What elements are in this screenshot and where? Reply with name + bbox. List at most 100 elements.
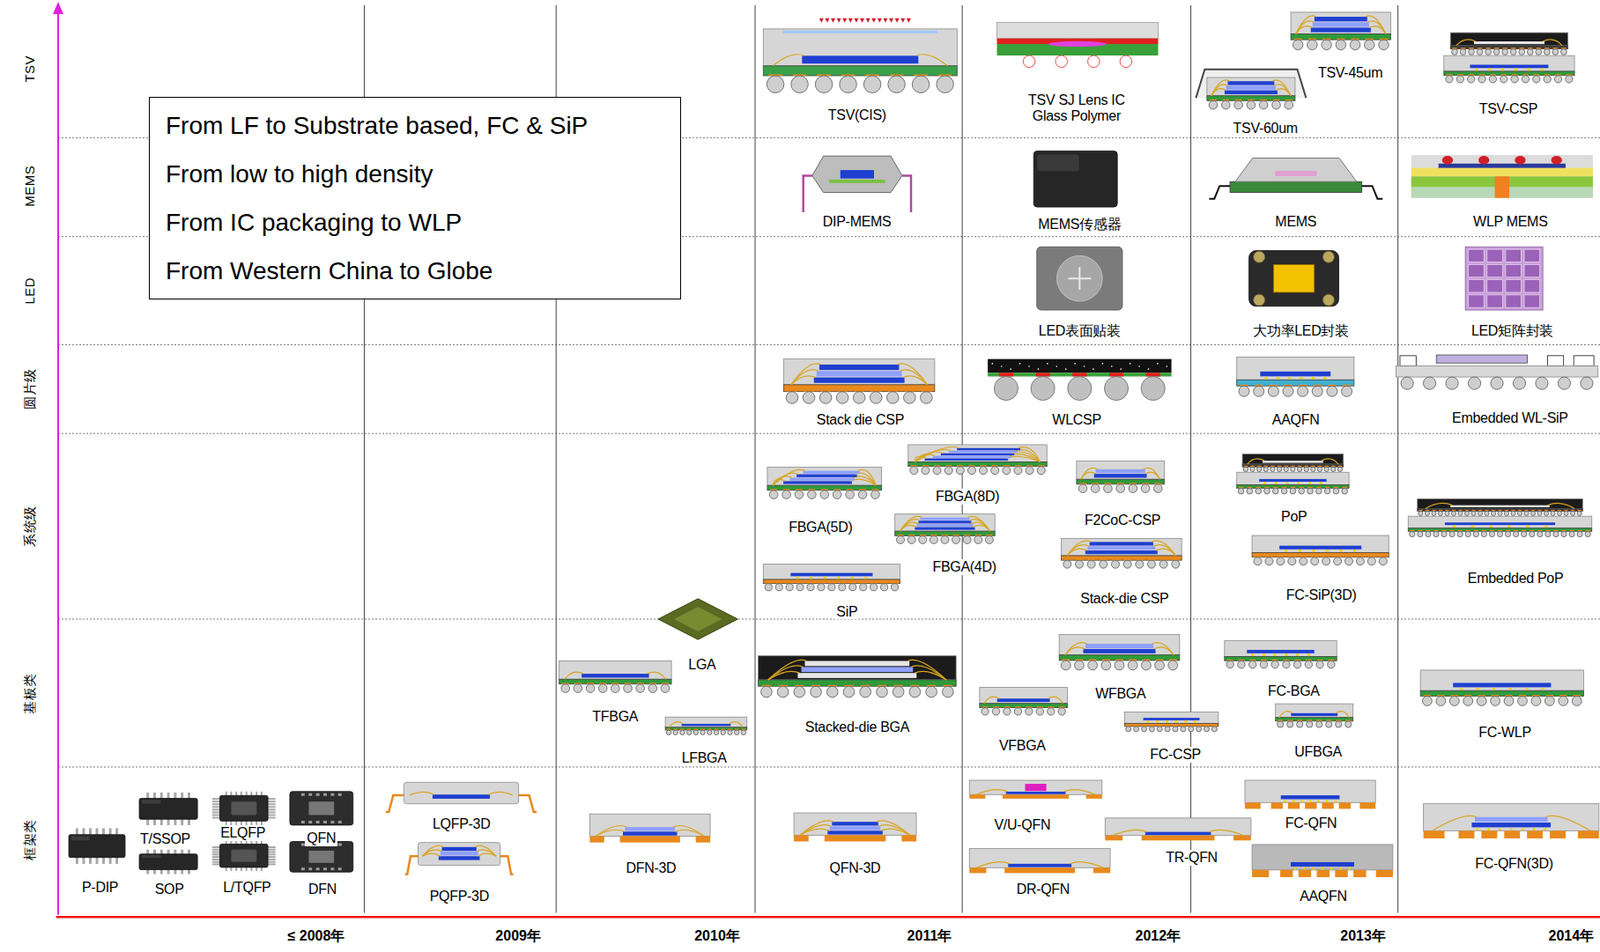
- drawing-part: [220, 795, 269, 822]
- drawing-part: [1296, 481, 1300, 485]
- drawing-part: [403, 782, 519, 804]
- drawing-part: [911, 75, 929, 93]
- package-illustration: [1423, 804, 1600, 839]
- drawing-part: [853, 18, 859, 23]
- drawing-part: [385, 795, 407, 813]
- drawing-part: [1411, 155, 1593, 199]
- drawing-part: [1451, 511, 1456, 516]
- drawing-part: [907, 535, 916, 544]
- drawing-part: [1262, 460, 1324, 463]
- drawing-part: [1314, 16, 1368, 22]
- drawing-part: [1055, 55, 1068, 68]
- statement-line: From LF to Substrate based, FC & SiP: [165, 101, 665, 150]
- drawing-part: [620, 837, 681, 844]
- drawing-part: [316, 867, 320, 871]
- drawing-part: [1585, 531, 1591, 537]
- drawing-part: [1237, 660, 1245, 668]
- drawing-part: [1242, 453, 1344, 465]
- drawing-part: [1537, 531, 1543, 537]
- drawing-part: [1317, 800, 1320, 803]
- drawing-part: [139, 854, 198, 871]
- drawing-part: [71, 836, 90, 841]
- drawing-part: [777, 686, 789, 698]
- drawing-part: [1298, 870, 1312, 878]
- drawing-part: [1296, 466, 1302, 472]
- drawing-part: [1425, 503, 1452, 509]
- drawing-part: [338, 843, 342, 846]
- drawing-part: [1000, 365, 1003, 368]
- drawing-part: [1545, 815, 1590, 831]
- drawing-part: [902, 175, 912, 212]
- drawing-part: [832, 490, 842, 500]
- drawing-part: [920, 392, 934, 405]
- drawing-part: [984, 696, 1000, 704]
- drawing-part: [809, 576, 813, 579]
- drawing-part: [1444, 71, 1575, 76]
- drawing-part: [1527, 67, 1531, 71]
- drawing-part: [768, 666, 804, 681]
- drawing-part: [1287, 721, 1294, 728]
- drawing-part: [1155, 720, 1159, 724]
- drawing-part: [442, 847, 477, 852]
- drawing-part: [1311, 27, 1371, 32]
- drawing-part: [1247, 459, 1265, 465]
- drawing-part: [1156, 362, 1159, 365]
- drawing-part: [1450, 45, 1568, 50]
- drawing-part: [1153, 545, 1176, 556]
- row-label: LED: [22, 276, 38, 304]
- drawing-part: [1511, 511, 1516, 516]
- drawing-part: [969, 794, 986, 800]
- drawing-part: [1488, 531, 1495, 537]
- drawing-part: [1563, 511, 1569, 516]
- drawing-part: [1487, 264, 1504, 277]
- drawing-part: [1511, 75, 1519, 83]
- drawing-part: [1533, 75, 1541, 83]
- drawing-part: [837, 576, 840, 579]
- package-illustration: [803, 155, 912, 213]
- drawing-part: [1508, 688, 1512, 691]
- drawing-part: [1580, 377, 1593, 390]
- drawing-part: [220, 844, 269, 867]
- drawing-part: [1293, 660, 1301, 668]
- drawing-part: [648, 684, 658, 694]
- drawing-part: [230, 850, 257, 863]
- drawing-part: [316, 821, 320, 824]
- drawing-part: [1465, 246, 1543, 311]
- drawing-part: [1452, 682, 1551, 688]
- drawing-part: [1474, 67, 1478, 71]
- drawing-part: [1505, 264, 1522, 277]
- drawing-part: [1048, 696, 1064, 704]
- drawing-part: [768, 659, 808, 681]
- drawing-part: [1517, 511, 1522, 516]
- drawing-part: [707, 730, 712, 735]
- drawing-part: [1558, 696, 1569, 707]
- package-illustration: [1244, 780, 1376, 809]
- drawing-part: [1444, 55, 1575, 72]
- drawing-part: [1143, 467, 1161, 480]
- drawing-part: [1545, 531, 1551, 537]
- drawing-part: [1407, 528, 1592, 533]
- package-caption: UFBGA: [1292, 744, 1344, 761]
- drawing-part: [888, 18, 894, 23]
- drawing-part: [896, 535, 904, 544]
- drawing-part: [1279, 711, 1293, 719]
- drawing-part: [1322, 294, 1334, 306]
- drawing-part: [915, 449, 951, 462]
- drawing-part: [564, 672, 584, 680]
- drawing-part: [1417, 531, 1423, 537]
- roadmap-grid: [52, 1, 1600, 918]
- drawing-part: [1309, 800, 1312, 803]
- drawing-part: [1376, 870, 1393, 878]
- drawing-part: [828, 584, 836, 592]
- row-label: 圆片级: [22, 368, 38, 410]
- drawing-part: [1288, 557, 1297, 566]
- drawing-part: [1420, 690, 1584, 697]
- drawing-part: [916, 54, 948, 67]
- drawing-part: [1335, 721, 1342, 728]
- drawing-part: [859, 584, 867, 592]
- year-divider: [1190, 5, 1192, 914]
- drawing-part: [1180, 726, 1186, 733]
- drawing-part: [1059, 655, 1180, 661]
- drawing-part: [1242, 464, 1344, 467]
- drawing-part: [1349, 39, 1360, 50]
